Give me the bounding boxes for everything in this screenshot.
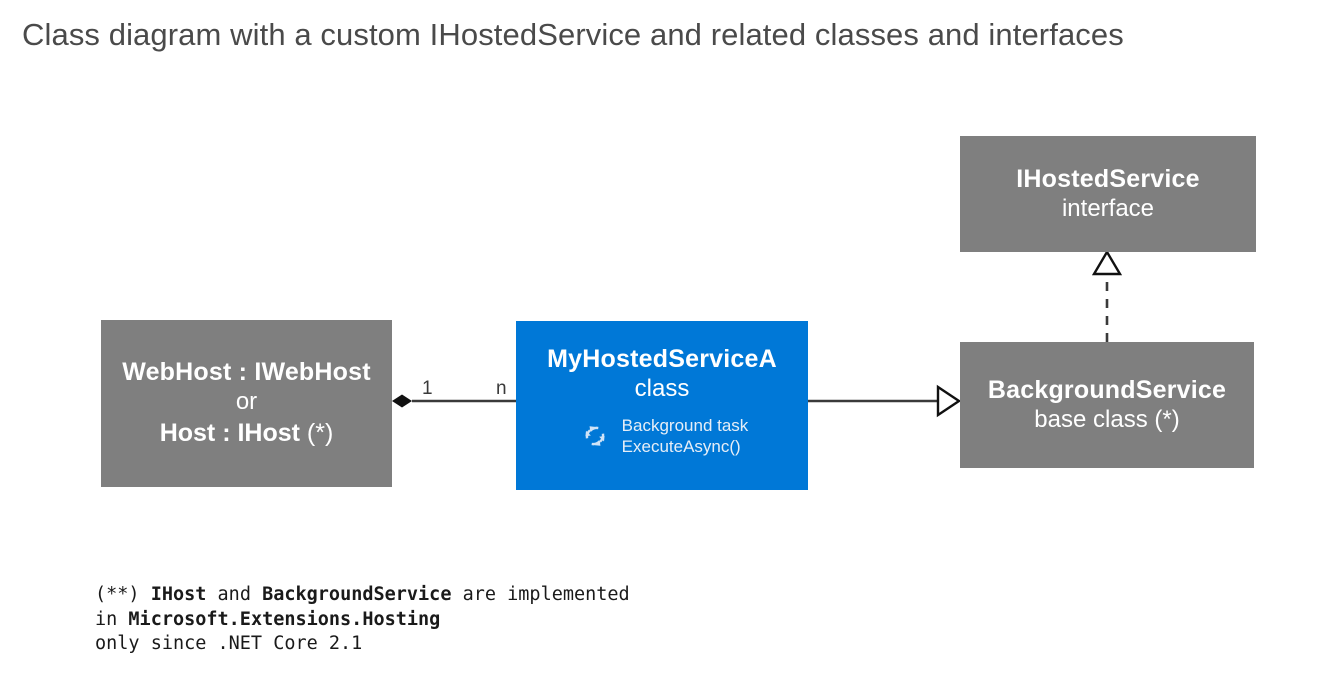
footnote-line2-bold: Microsoft.Extensions.Hosting (128, 608, 441, 630)
footnote-line2-prefix: in (95, 608, 129, 630)
background-task-cycle-icon (585, 426, 605, 446)
footnote-line3: only since .NET Core 2.1 (95, 633, 363, 654)
myhostedservicea-title: MyHostedServiceA (547, 345, 777, 373)
webhost-alt-bold: Host : IHost (159, 418, 300, 447)
myhostedservicea-stereotype: class (634, 375, 690, 402)
interface-box-ihostedservice[interactable]: IHostedService interface (960, 136, 1256, 252)
class-box-myhostedservicea[interactable]: MyHostedServiceA class Backg (516, 321, 808, 490)
class-box-webhost[interactable]: WebHost : IWebHost or Host : IHost (*) (101, 320, 392, 487)
realization-connector (1091, 249, 1123, 342)
composition-connector (392, 394, 516, 408)
generalization-connector (808, 384, 962, 418)
class-box-backgroundservice[interactable]: BackgroundService base class (*) (960, 342, 1254, 468)
footnote-line1-bold-b: BackgroundService (262, 584, 452, 605)
footnote-line1-suffix: are implemented (451, 584, 630, 605)
background-task-line2: ExecuteAsync() (621, 437, 741, 456)
footnote-line1-mid: and (206, 584, 263, 605)
webhost-or-label: or (235, 387, 258, 415)
footnote: (**) IHost and BackgroundService are imp… (95, 583, 630, 657)
generalization-hollow-triangle-icon (936, 384, 962, 418)
page-title: Class diagram with a custom IHostedServi… (22, 17, 1124, 52)
webhost-alt-note: (*) (299, 418, 334, 447)
footnote-line1-prefix: (**) (95, 584, 151, 605)
webhost-alt-line: Host : IHost (*) (160, 417, 334, 449)
background-task-text: Background task ExecuteAsync() (622, 415, 749, 457)
background-task-row: Background task ExecuteAsync() (576, 415, 749, 457)
background-task-line1: Background task (621, 416, 749, 435)
webhost-title: WebHost : IWebHost (122, 357, 371, 386)
ihostedservice-title: IHostedService (1016, 165, 1200, 193)
backgroundservice-title: BackgroundService (987, 376, 1227, 404)
footnote-line1-bold-a: IHost (150, 584, 207, 605)
multiplicity-label-source: 1 (422, 378, 433, 399)
multiplicity-label-target: n (496, 378, 507, 399)
realization-hollow-triangle-icon (1091, 249, 1123, 276)
composition-diamond-icon (392, 394, 412, 408)
ihostedservice-stereotype: interface (1061, 195, 1155, 222)
backgroundservice-stereotype: base class (*) (1034, 406, 1180, 433)
